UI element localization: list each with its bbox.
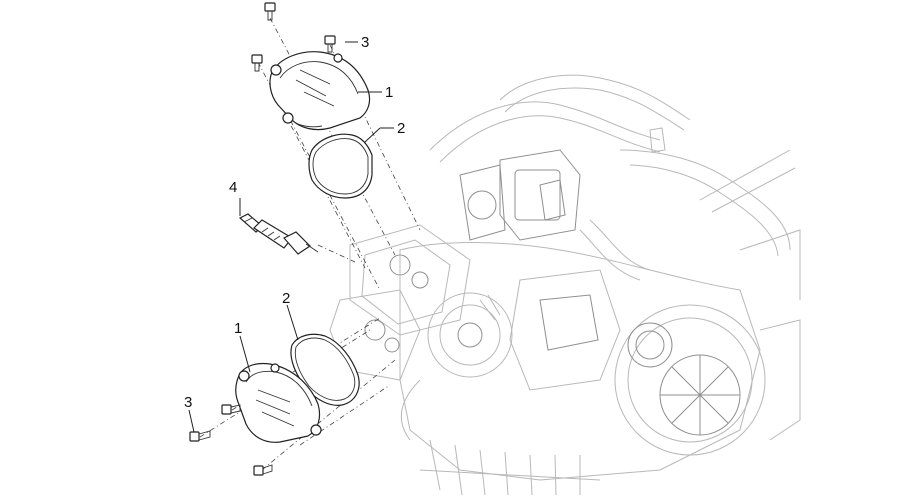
- bolt-top-1: [264, 2, 276, 21]
- leader-lines: [188, 41, 394, 433]
- callout-1-bottom: 1: [234, 320, 242, 337]
- bolt-top-2: [324, 35, 336, 53]
- callout-4: 4: [229, 179, 237, 196]
- bolt-bottom-1: [189, 430, 211, 442]
- bolt-bottom-2: [221, 404, 241, 415]
- bolt-top-3: [251, 54, 263, 72]
- callout-2-bottom: 2: [282, 290, 290, 307]
- engine-assembly: [329, 74, 801, 496]
- callout-1-top: 1: [385, 84, 393, 101]
- callout-3-top: 3: [361, 34, 369, 51]
- valve-cover-bottom: [235, 362, 322, 443]
- valve-cover-top: [269, 51, 371, 131]
- callout-labels: 3 1 2 4 2 1 3: [184, 34, 405, 411]
- callout-3-bottom: 3: [184, 394, 192, 411]
- gasket-top: [308, 133, 373, 199]
- bolt-bottom-3: [253, 464, 273, 476]
- spark-plug: [238, 213, 319, 255]
- callout-2-top: 2: [397, 120, 405, 137]
